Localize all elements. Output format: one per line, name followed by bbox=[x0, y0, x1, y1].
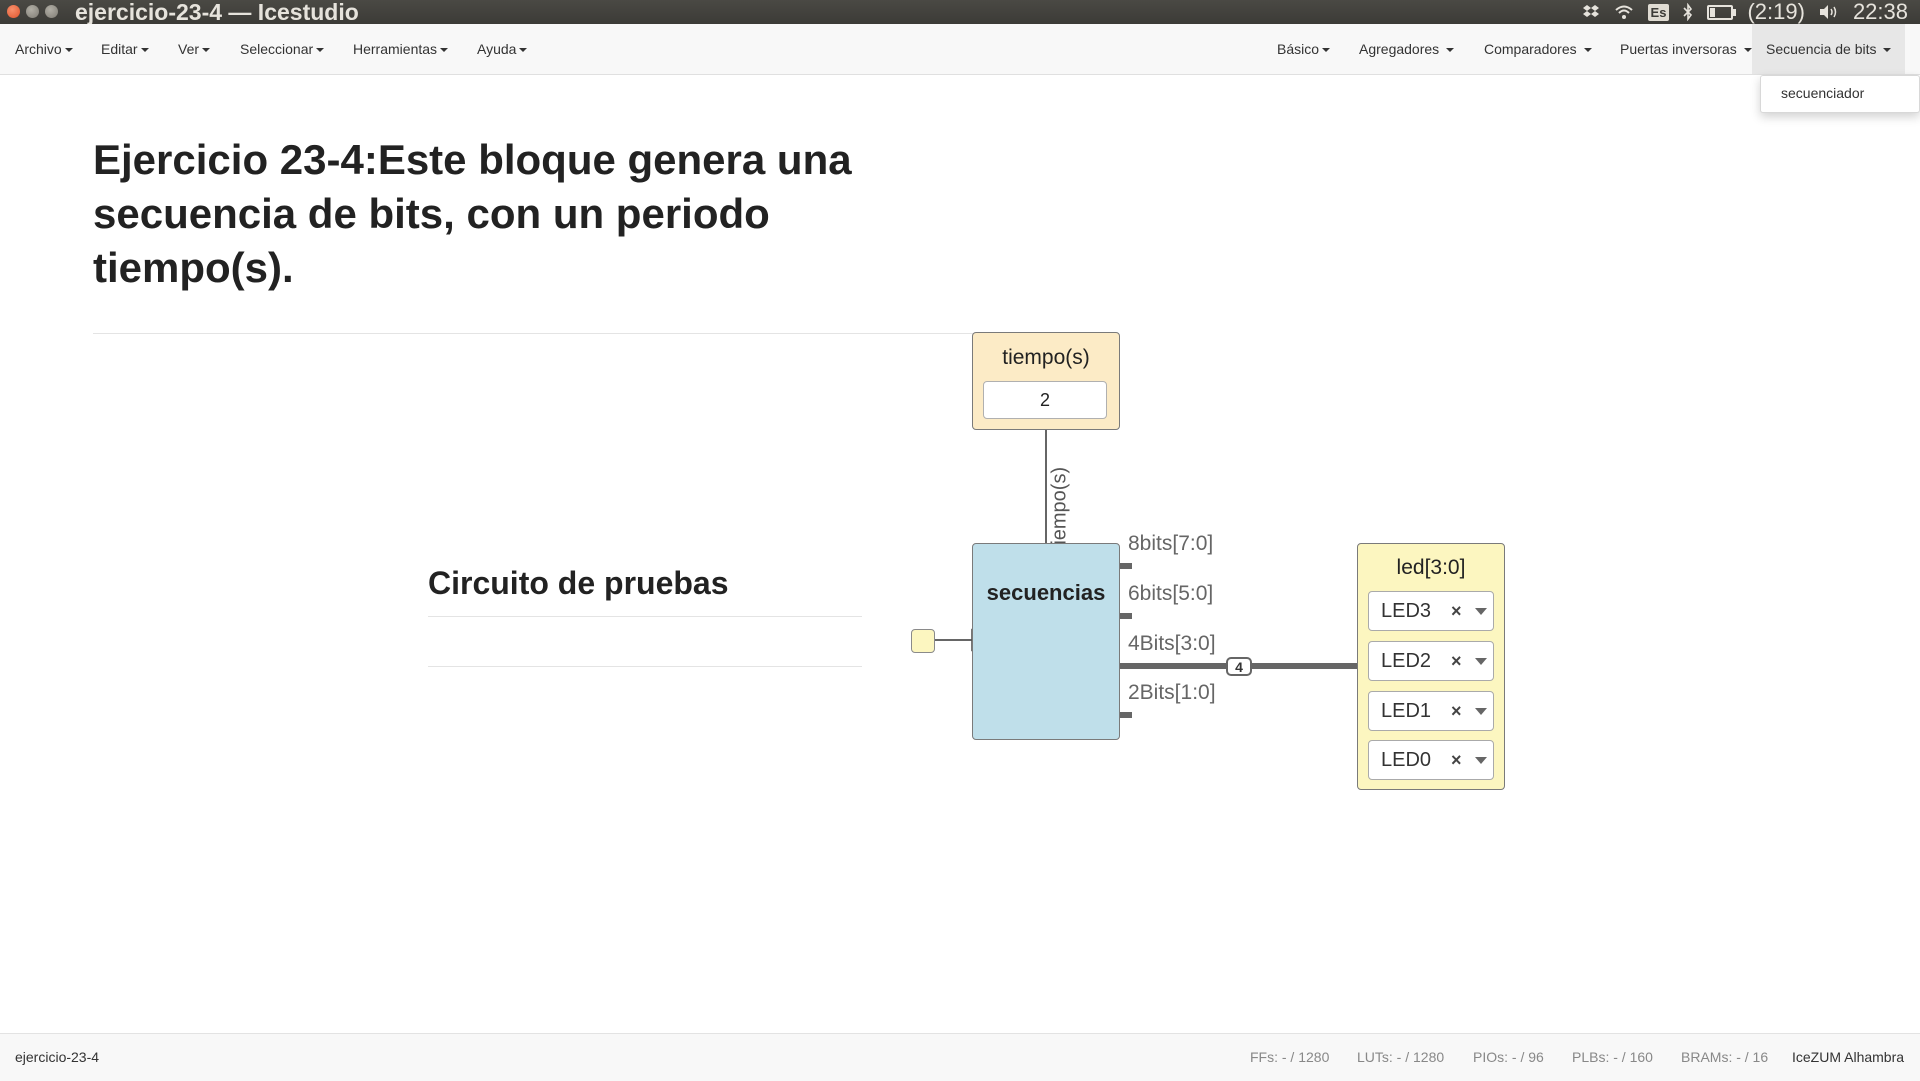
pin-select-value: LED3 bbox=[1381, 600, 1432, 622]
module-block[interactable]: secuencias bbox=[972, 543, 1120, 740]
menu-basico[interactable]: Básico bbox=[1277, 24, 1331, 74]
bluetooth-icon[interactable] bbox=[1683, 3, 1693, 21]
menu-comparadores-label: Comparadores bbox=[1484, 41, 1577, 57]
output-port-stub[interactable] bbox=[1120, 663, 1132, 669]
wifi-icon[interactable] bbox=[1614, 4, 1634, 20]
clear-icon[interactable]: × bbox=[1451, 701, 1462, 721]
output-port-label: 2Bits[1:0] bbox=[1128, 681, 1216, 704]
keyboard-icon[interactable]: Es bbox=[1647, 3, 1670, 21]
status-filename: ejercicio-23-4 bbox=[15, 1049, 100, 1065]
chevron-down-icon bbox=[519, 48, 528, 53]
menu-herramientas[interactable]: Herramientas bbox=[353, 24, 449, 74]
system-top-bar: ejercicio-23-4 — Icestudio Es (2:19) 22:… bbox=[0, 0, 1920, 24]
chevron-down-icon bbox=[140, 48, 149, 53]
menu-secuencia-label: Secuencia de bits bbox=[1766, 41, 1877, 57]
constant-value-input[interactable] bbox=[983, 381, 1107, 419]
output-block[interactable]: led[3:0] LED3 × LED2 × LED1 × LED0 × bbox=[1357, 543, 1505, 790]
close-window-button[interactable] bbox=[7, 5, 20, 18]
menu-ayuda[interactable]: Ayuda bbox=[477, 24, 528, 74]
chevron-down-icon[interactable] bbox=[1475, 708, 1487, 715]
divider bbox=[428, 616, 862, 617]
output-port-stub[interactable] bbox=[1120, 563, 1132, 569]
module-name: secuencias bbox=[986, 580, 1106, 605]
chevron-down-icon[interactable] bbox=[1475, 608, 1487, 615]
clear-icon[interactable]: × bbox=[1451, 601, 1462, 621]
menu-seleccionar[interactable]: Seleccionar bbox=[240, 24, 325, 74]
menu-ver[interactable]: Ver bbox=[178, 24, 211, 74]
chevron-down-icon[interactable] bbox=[1475, 757, 1487, 764]
stat-brams: BRAMs: - / 16 bbox=[1681, 1049, 1769, 1065]
menubar: Archivo Editar Ver Seleccionar Herramien… bbox=[0, 24, 1920, 75]
divider bbox=[428, 666, 862, 667]
clear-icon[interactable]: × bbox=[1451, 750, 1462, 770]
minimize-window-button[interactable] bbox=[26, 5, 39, 18]
menu-puertas-label: Puertas inversoras bbox=[1620, 41, 1737, 57]
bus-width-badge: 4 bbox=[1226, 657, 1252, 676]
pin-select-led0[interactable]: LED0 × bbox=[1368, 740, 1494, 780]
output-port-stub[interactable] bbox=[1120, 712, 1132, 718]
maximize-window-button[interactable] bbox=[45, 5, 58, 18]
menu-secuencia-de-bits[interactable]: Secuencia de bits bbox=[1752, 24, 1906, 74]
dropbox-icon[interactable] bbox=[1582, 4, 1600, 20]
chevron-down-icon bbox=[316, 48, 325, 53]
menu-comparadores[interactable]: Comparadores bbox=[1484, 24, 1592, 74]
menu-puertas-inversoras[interactable]: Puertas inversoras bbox=[1620, 24, 1752, 74]
chevron-down-icon bbox=[64, 48, 73, 53]
output-port-label: 4Bits[3:0] bbox=[1128, 632, 1216, 655]
pin-select-led2[interactable]: LED2 × bbox=[1368, 641, 1494, 681]
chevron-down-icon bbox=[1583, 48, 1592, 53]
menu-editar-label: Editar bbox=[101, 41, 138, 57]
menu-herramientas-label: Herramientas bbox=[353, 41, 438, 57]
clock[interactable]: 22:38 bbox=[1852, 0, 1908, 24]
menu-archivo[interactable]: Archivo bbox=[15, 24, 73, 74]
battery-time: (2:19) bbox=[1747, 0, 1805, 24]
status-bar: ejercicio-23-4 FFs: - / 1280 LUTs: - / 1… bbox=[0, 1033, 1920, 1081]
menu-ayuda-label: Ayuda bbox=[477, 41, 517, 57]
dropdown-item-secuenciador[interactable]: secuenciador bbox=[1781, 85, 1865, 101]
window-title: ejercicio-23-4 — Icestudio bbox=[75, 0, 359, 25]
output-port-label: 6bits[5:0] bbox=[1128, 582, 1214, 605]
test-circuit-title[interactable]: Circuito de pruebas bbox=[428, 565, 729, 601]
output-port-stub[interactable] bbox=[1120, 613, 1132, 619]
divider bbox=[93, 333, 973, 334]
main-title-comment[interactable]: Ejercicio 23-4:Este bloque genera una se… bbox=[93, 136, 852, 291]
pin-select-value: LED0 bbox=[1381, 749, 1432, 771]
input-pin-block[interactable] bbox=[911, 629, 935, 653]
menu-basico-label: Básico bbox=[1277, 41, 1320, 57]
pin-select-led3[interactable]: LED3 × bbox=[1368, 591, 1494, 631]
pin-select-led1[interactable]: LED1 × bbox=[1368, 691, 1494, 731]
board-name[interactable]: IceZUM Alhambra bbox=[1792, 1049, 1905, 1065]
output-port-label: 8bits[7:0] bbox=[1128, 532, 1214, 555]
chevron-down-icon bbox=[1446, 48, 1455, 53]
stat-plbs: PLBs: - / 160 bbox=[1572, 1049, 1653, 1065]
menu-archivo-label: Archivo bbox=[15, 41, 62, 57]
menu-ver-label: Ver bbox=[178, 41, 200, 57]
menu-agregadores[interactable]: Agregadores bbox=[1359, 24, 1455, 74]
chevron-down-icon bbox=[440, 48, 449, 53]
pin-select-value: LED2 bbox=[1381, 650, 1432, 672]
menu-editar[interactable]: Editar bbox=[101, 24, 149, 74]
output-block-label: led[3:0] bbox=[1396, 556, 1466, 579]
chevron-down-icon bbox=[1743, 48, 1752, 53]
chevron-down-icon bbox=[202, 48, 211, 53]
volume-icon[interactable] bbox=[1819, 4, 1839, 20]
stat-luts: LUTs: - / 1280 bbox=[1357, 1049, 1445, 1065]
pin-select-value: LED1 bbox=[1381, 700, 1432, 722]
chevron-down-icon[interactable] bbox=[1475, 658, 1487, 665]
secuencia-dropdown-menu: secuenciador bbox=[1760, 75, 1920, 113]
constant-block[interactable]: tiempo(s) bbox=[972, 332, 1120, 430]
stat-ffs: FFs: - / 1280 bbox=[1250, 1049, 1330, 1065]
constant-label: tiempo(s) bbox=[1002, 346, 1090, 369]
stat-pios: PIOs: - / 96 bbox=[1473, 1049, 1544, 1065]
chevron-down-icon bbox=[1322, 48, 1331, 53]
menu-agregadores-label: Agregadores bbox=[1359, 41, 1440, 57]
chevron-down-icon bbox=[1883, 48, 1892, 53]
design-canvas[interactable]: Ejercicio 23-4:Este bloque genera una se… bbox=[0, 75, 1920, 1033]
clear-icon[interactable]: × bbox=[1451, 651, 1462, 671]
menu-seleccionar-label: Seleccionar bbox=[240, 41, 314, 57]
battery-icon[interactable] bbox=[1707, 4, 1737, 20]
system-tray: Es (2:19) 22:38 bbox=[1582, 0, 1908, 24]
